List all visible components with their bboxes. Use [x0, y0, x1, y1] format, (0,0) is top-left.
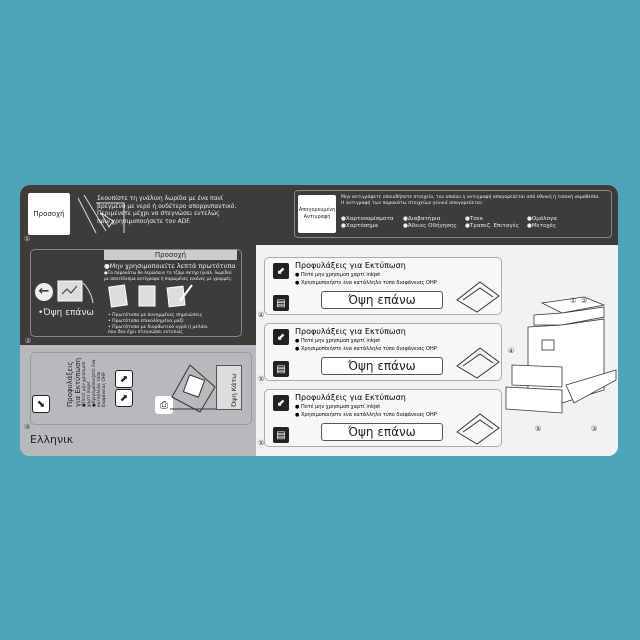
- envelope-icon: ⬈: [115, 370, 133, 388]
- bullet: που δεν έχει στεγνώσει εντελώς: [108, 330, 183, 336]
- prohibited-item: ●Χαρτόσημα: [341, 223, 379, 229]
- document-icon: ▤: [273, 427, 289, 443]
- face-up-label: Όψη επάνω: [321, 291, 443, 309]
- prohibited-item: ●Ομόλογα: [527, 216, 557, 222]
- card-title: Προφυλάξεις για Εκτύπωση: [295, 261, 406, 270]
- caution-text: πριν χρησιμοποιήσετε τον ADF.: [97, 217, 191, 225]
- original-icon: [57, 280, 94, 304]
- print-caution-icon: ⬊: [32, 395, 50, 413]
- prohibited-box: Απαγορευμένη Αντιγραφή: [298, 195, 336, 233]
- warning-detail: ●Τα παρακάτω θα λερώσουν το τζάμι σκτηρ …: [104, 270, 232, 275]
- tray-card: ⬋ ▤ Προφυλάξεις για Εκτύπωση ● Ποτέ μην …: [264, 323, 502, 381]
- bypass-bullet: διαφάνειας OHP: [102, 372, 107, 407]
- marker-3: ③: [24, 423, 31, 431]
- bullet: • Πρωτότυπα επικολλημένα μαζί: [108, 318, 184, 324]
- bypass-tray-illustration: [170, 364, 218, 413]
- printer-marker: ⑤: [535, 425, 542, 433]
- bullet: • Πρωτότυπα με συνημμένες σημειώσεις: [108, 313, 203, 318]
- tray-icon: ⎙: [155, 396, 173, 414]
- envelope-icon: ⬈: [115, 389, 133, 407]
- marker-5: ⑤: [258, 439, 265, 447]
- card-bullet: ● Χρησιμοποιήστε ένα κατάλληλο τύπο διαφ…: [295, 280, 437, 286]
- prohibited-frame: [294, 190, 612, 238]
- prohibited-item: ●Άδειες Οδήγησης: [403, 223, 457, 229]
- caution-box: Προσοχή: [28, 193, 70, 235]
- printer-marker: ②: [581, 297, 588, 305]
- card-bullet: ● Ποτέ μην χρησιμοπ χαρτί inkjet: [295, 338, 381, 344]
- card-bullet: ● Ποτέ μην χρησιμοπ χαρτί inkjet: [295, 404, 381, 410]
- language-label: Ελληνικ: [30, 433, 74, 446]
- prohibited-item: ●Τραπεζ. Επιταγές: [465, 223, 519, 229]
- tray-illustration: [456, 413, 500, 445]
- marker-1: ①: [24, 235, 31, 243]
- top-band: Προσοχή Σκουπίστε τη γυάλινη λωρίδα με έ…: [20, 185, 618, 245]
- printer-marker: ③: [591, 425, 598, 433]
- face-up-label: •Όψη επάνω: [38, 308, 94, 318]
- document-icon: ▤: [273, 361, 289, 377]
- paper-tray-panel: ⬋ ▤ Προφυλάξεις για Εκτύπωση ● Ποτέ μην …: [256, 245, 618, 456]
- prohibited-item: ●Διαβατήρια: [403, 216, 441, 222]
- bypass-title: για Εκτύπωση: [74, 357, 82, 407]
- document-icon: ▤: [273, 295, 289, 311]
- caution-text: Σκουπίστε τη γυάλινη λωρίδα με ένα πανί: [97, 195, 223, 202]
- tray-card: ⬋ ▤ Προφυλάξεις για Εκτύπωση ● Ποτέ μην …: [264, 257, 502, 315]
- caution-header: Προσοχή: [104, 250, 237, 260]
- face-up-label: Όψη επάνω: [321, 357, 443, 375]
- card-bullet: ● Χρησιμοποιήστε ένα κατάλληλο τύπο διαφ…: [295, 346, 437, 352]
- warning-line: ●Μην χρησιμοποιείτε λεπτά πρωτότυπα: [104, 262, 236, 270]
- prohibited-text: Η αντιγραφή των παρακάτω στοιχείων γενικ…: [341, 201, 483, 206]
- panel-bypass-tray: ⬊ Προφυλάξεις για Εκτύπωση ●Ποτέ μην χρη…: [20, 345, 256, 456]
- arrow-left-icon: ←: [35, 283, 53, 301]
- bullet: • Πρωτότυπα με διορθωτικό υγρό ή μελάνι: [108, 324, 208, 330]
- instruction-label: Προσοχή Σκουπίστε τη γυάλινη λωρίδα με έ…: [20, 185, 618, 456]
- print-caution-icon: ⬋: [273, 263, 289, 279]
- print-caution-icon: ⬋: [273, 329, 289, 345]
- caution-text: βρεγμένο με νερό ή ουδέτερο απορρυπαντικ…: [97, 202, 237, 210]
- prohibited-item: ●Μετοχές: [527, 223, 557, 229]
- prohibited-item: ●Τσεκ: [465, 216, 484, 222]
- card-title: Προφυλάξεις για Εκτύπωση: [295, 393, 406, 402]
- tray-card: ⬋ ▤ Προφυλάξεις για Εκτύπωση ● Ποτέ μην …: [264, 389, 502, 447]
- caution-text: Περιμένετε μέχρι να στεγνώσει εντελώς: [97, 210, 220, 217]
- tray-illustration: [456, 347, 500, 379]
- glass-strip-illustration: [77, 194, 125, 234]
- marker-5: ⑤: [258, 375, 265, 383]
- face-up-label: Όψη επάνω: [321, 423, 443, 441]
- marker-2: ②: [25, 337, 32, 345]
- print-caution-icon: ⬋: [273, 395, 289, 411]
- marker-4: ④: [258, 311, 265, 319]
- tray-illustration: [456, 281, 500, 313]
- card-title: Προφυλάξεις για Εκτύπωση: [295, 327, 406, 336]
- bypass-title: Προφυλάξεις: [66, 361, 74, 407]
- card-bullet: ● Ποτέ μην χρησιμοπ χαρτί inkjet: [295, 272, 381, 278]
- face-down-label: Όψη Κάτω: [230, 373, 238, 407]
- printer-marker: ①: [570, 297, 577, 305]
- prohibited-item: ●Χαρτονομίσματα: [341, 216, 394, 222]
- printer-marker: ④: [508, 347, 515, 355]
- originals-examples-icons: [108, 284, 193, 308]
- prohibited-text: Μην αντιγράφετε οποιοδήποτε στοιχείο, το…: [341, 195, 600, 200]
- copier-illustration: [505, 296, 617, 414]
- card-bullet: ● Χρησιμοποιήστε ένα κατάλληλο τύπο διαφ…: [295, 412, 437, 418]
- panel-originals: Προσοχή ← •Όψη επάνω ●Μην χρησιμοποιείτε…: [20, 245, 256, 345]
- warning-detail: με αποτέλεσμα αντίγραφα ή σαρωμένες εικό…: [104, 275, 233, 281]
